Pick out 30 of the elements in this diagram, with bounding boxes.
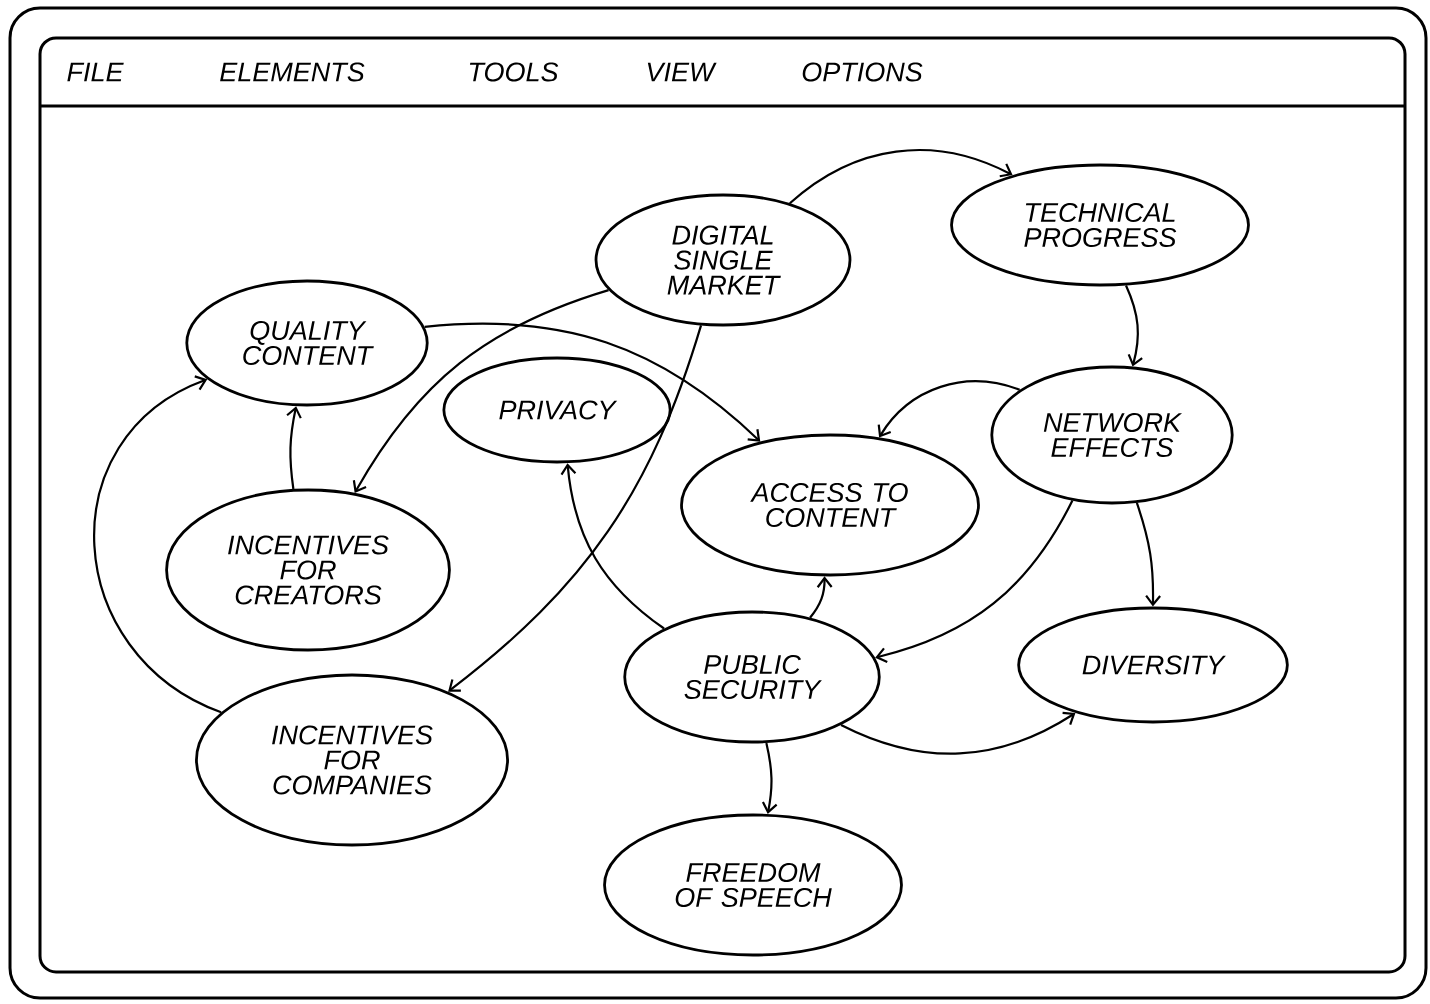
arrow — [875, 500, 1074, 663]
ellipse-node: TECHNICAL PROGRESS — [950, 163, 1250, 287]
menu-item: VIEW — [647, 62, 717, 82]
arrow — [789, 149, 1013, 205]
arrow — [761, 742, 778, 814]
ellipse-node: FREEDOM OF SPEECH — [603, 813, 903, 957]
arrow — [448, 325, 703, 692]
menu-item: OPTIONS — [802, 62, 923, 82]
arrow — [424, 322, 761, 442]
arrow — [840, 711, 1076, 755]
arrow — [286, 406, 302, 490]
arrow — [93, 375, 222, 714]
ellipse-node: PRIVACY — [442, 356, 672, 464]
ellipse-node: DIVERSITY — [1017, 606, 1289, 724]
ellipse-node: QUALITY CONTENT — [185, 279, 429, 407]
ellipse-node: PUBLIC SECURITY — [623, 610, 881, 744]
ellipse-node: INCENTIVES FOR COMPANIES — [195, 673, 509, 847]
arrow — [560, 463, 665, 630]
ellipse-node: ACCESS TO CONTENT — [680, 433, 980, 577]
menu-item: ELEMENTS — [220, 62, 365, 82]
arrow — [352, 289, 609, 494]
menu-item: FILE — [67, 62, 124, 82]
arrow — [1135, 502, 1161, 607]
arrow — [809, 576, 833, 619]
arrow — [877, 380, 1020, 438]
ellipse-node: INCENTIVES FOR CREATORS — [165, 488, 451, 652]
ellipse-node: NETWORK EFFECTS — [990, 365, 1234, 505]
ellipse-node: DIGITAL SINGLE MARKET — [594, 193, 852, 327]
menu-item: TOOLS — [469, 62, 559, 82]
arrow — [1125, 285, 1143, 367]
